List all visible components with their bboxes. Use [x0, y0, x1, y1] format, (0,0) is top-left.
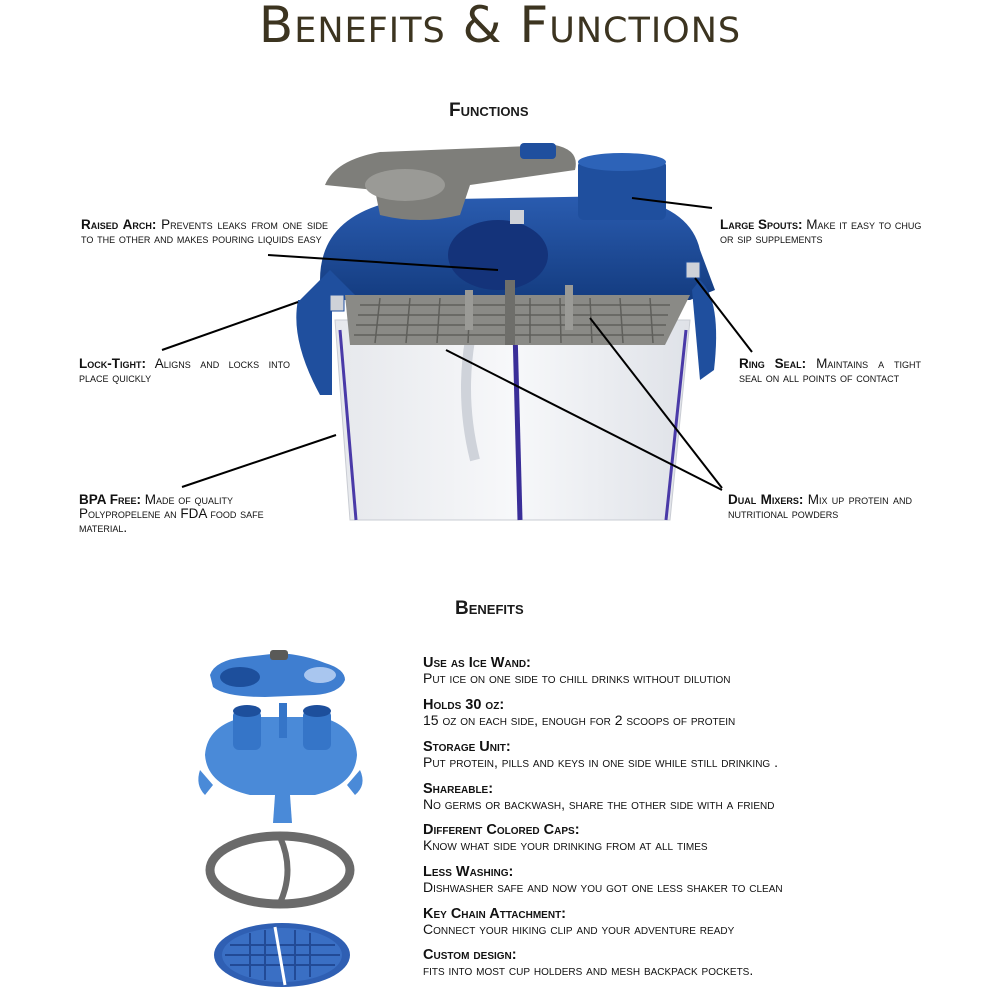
benefit-holds-30oz: Holds 30 oz: 15 oz on each side, enough … [423, 698, 735, 728]
callout-large-spouts-text: Make it easy to chug or sip supplements [720, 217, 922, 246]
page-title: Benefits & Functions [258, 0, 742, 54]
functions-heading: Functions [449, 100, 529, 121]
callout-dual-mixers: Dual Mixers: Mix up protein and nutritio… [728, 493, 912, 521]
callout-large-spouts-title: Large Spouts: [720, 217, 803, 232]
benefits-heading: Benefits [455, 598, 524, 619]
benefit-ice-wand-title: Use as Ice Wand: [423, 655, 531, 671]
benefit-custom-design-title: Custom design: [423, 947, 517, 963]
callout-ring-seal-title: Ring Seal: [739, 356, 807, 371]
benefit-shareable: Shareable: No germs or backwash, share t… [423, 782, 774, 812]
benefit-shareable-title: Shareable: [423, 781, 494, 797]
callout-lock-tight-text: Aligns and locks into place quickly [79, 356, 290, 385]
benefit-less-washing: Less Washing: Dishwasher safe and now yo… [423, 865, 783, 895]
benefit-ice-wand-text: Put ice on one side to chill drinks with… [423, 670, 731, 686]
benefit-less-washing-title: Less Washing: [423, 864, 514, 880]
benefit-custom-design-text: fits into most cup holders and mesh back… [423, 962, 754, 978]
benefit-key-chain-title: Key Chain Attachment: [423, 906, 567, 922]
benefit-key-chain: Key Chain Attachment: Connect your hikin… [423, 907, 734, 937]
benefit-colored-caps-text: Know what side your drinking from at all… [423, 837, 708, 853]
callout-bpa-free-title: BPA Free: [79, 492, 141, 507]
callout-large-spouts: Large Spouts: Make it easy to chug or si… [720, 218, 925, 246]
benefit-storage-unit-text: Put protein, pills and keys in one side … [423, 754, 778, 770]
benefit-ice-wand: Use as Ice Wand: Put ice on one side to … [423, 656, 731, 686]
callout-lock-tight-title: Lock-Tight: [79, 356, 146, 371]
callout-raised-arch: Raised Arch: Prevents leaks from one sid… [81, 218, 328, 246]
benefit-storage-unit: Storage Unit: Put protein, pills and key… [423, 740, 813, 770]
callout-lock-tight: Lock-Tight: Aligns and locks into place … [79, 357, 290, 385]
benefit-key-chain-text: Connect your hiking clip and your advent… [423, 921, 735, 937]
benefit-holds-30oz-title: Holds 30 oz: [423, 697, 505, 713]
benefit-colored-caps-title: Different Colored Caps: [423, 822, 580, 838]
benefit-holds-30oz-text: 15 oz on each side, enough for 2 scoops … [423, 712, 736, 728]
callout-raised-arch-text: Prevents leaks from one side to the othe… [81, 217, 328, 246]
callout-bpa-free-text: Made of quality Polypropelene an FDA foo… [79, 492, 264, 535]
callout-dual-mixers-text: Mix up protein and nutritional powders [728, 492, 912, 521]
benefit-less-washing-text: Dishwasher safe and now you got one less… [423, 879, 783, 895]
callout-ring-seal-text: Maintains a tight seal on all points of … [739, 356, 921, 385]
benefit-custom-design: Custom design: fits into most cup holder… [423, 948, 753, 978]
benefit-shareable-text: No germs or backwash, share the other si… [423, 796, 775, 812]
callout-raised-arch-title: Raised Arch: [81, 217, 157, 232]
callout-ring-seal: Ring Seal: Maintains a tight seal on all… [739, 357, 921, 385]
callout-dual-mixers-title: Dual Mixers: [728, 492, 804, 507]
benefit-colored-caps: Different Colored Caps: Know what side y… [423, 823, 708, 853]
shaker-cutaway-illustration [296, 143, 717, 521]
benefit-storage-unit-title: Storage Unit: [423, 739, 511, 755]
callout-bpa-free: BPA Free: Made of quality Polypropelene … [79, 493, 279, 535]
exploded-parts-illustration [198, 650, 363, 987]
